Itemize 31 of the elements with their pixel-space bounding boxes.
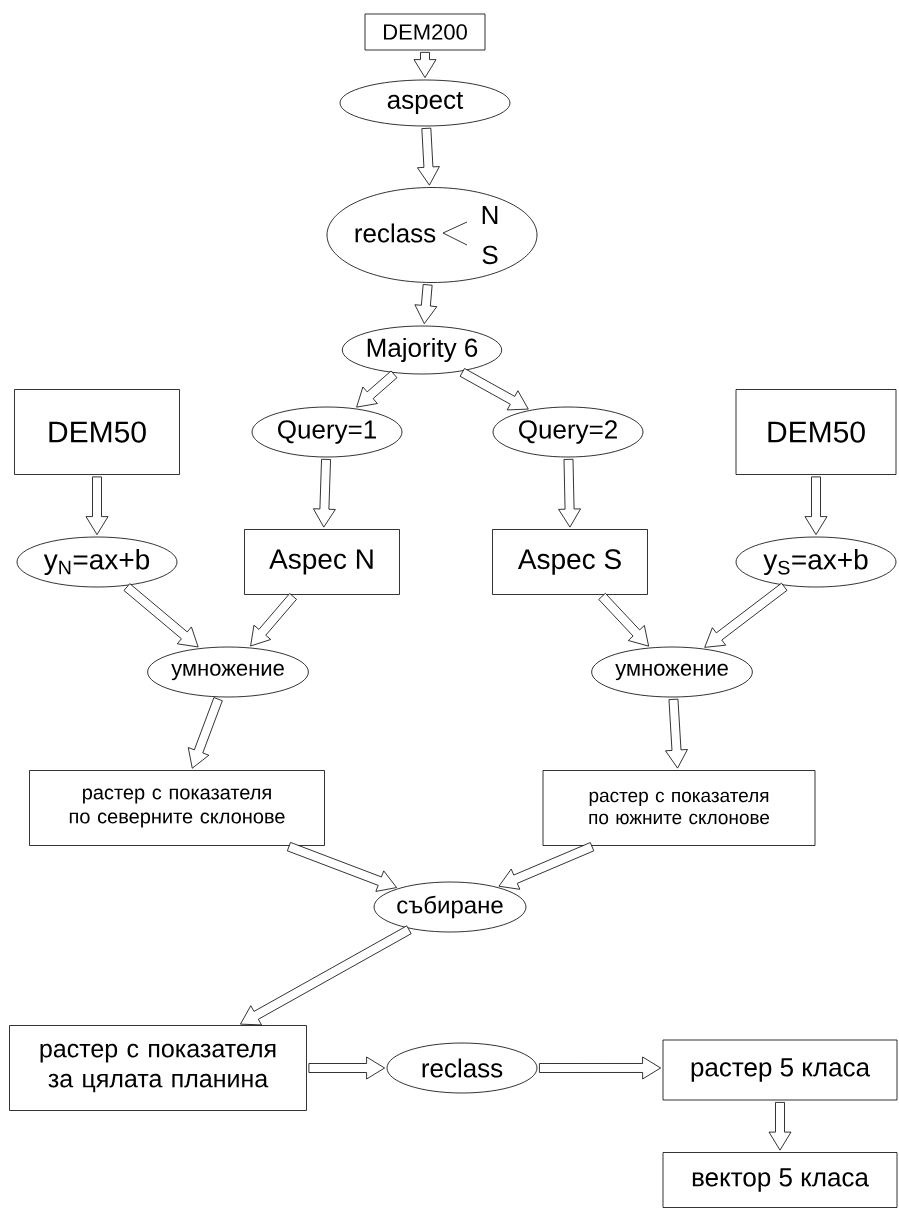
process-box: DEM50: [14, 389, 180, 475]
arrow: [85, 476, 109, 535]
arrow: [539, 1056, 661, 1080]
arrow: [187, 697, 223, 769]
process-box: Aspec S: [492, 529, 648, 595]
arrow: [665, 698, 688, 769]
process-box: растер с показателя по северните склонове: [29, 770, 325, 846]
arrow: [313, 458, 336, 528]
arrow: [286, 842, 397, 892]
process-box: растер 5 класа: [662, 1039, 898, 1101]
arrow: [414, 284, 438, 324]
arrow: [356, 370, 398, 408]
arrow: [417, 127, 440, 186]
arrow: [704, 582, 788, 648]
arrow: [459, 368, 529, 411]
arrow: [413, 52, 437, 78]
arrow: [498, 842, 595, 890]
arrow: [598, 592, 650, 647]
arrow: [123, 583, 199, 648]
arrow: [768, 1102, 792, 1151]
process-box: вектор 5 класа: [662, 1152, 898, 1208]
arrow: [250, 593, 297, 647]
process-box: DEM200: [364, 13, 486, 51]
process-box: растер с показателя за цялата планина: [9, 1025, 307, 1111]
process-box: Aspec N: [244, 529, 400, 595]
process-box: DEM50: [735, 389, 897, 475]
arrow: [240, 925, 412, 1026]
arrow: [308, 1056, 385, 1080]
arrow: [558, 458, 581, 528]
process-box: растер с показателя по южните склонове: [542, 770, 816, 846]
arrow: [804, 476, 828, 535]
